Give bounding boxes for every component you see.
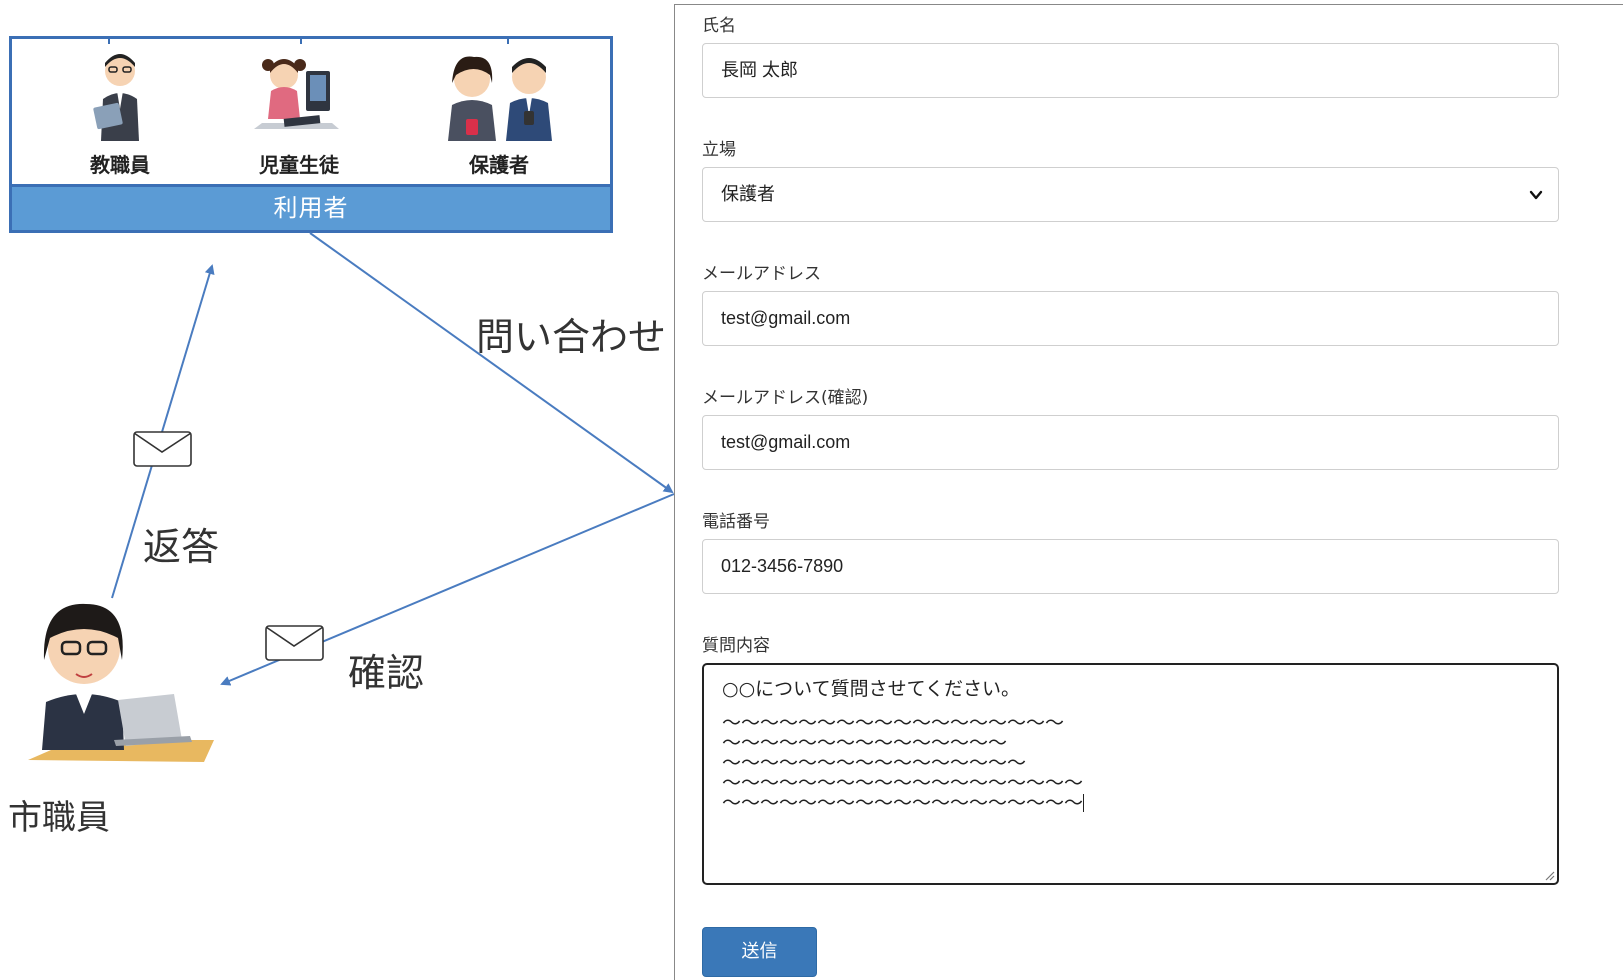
guardian-icon	[448, 56, 552, 141]
student-label: 児童生徒	[259, 153, 339, 177]
question-line: ～～～～～～～～～～～～～～～～～～～	[722, 792, 1084, 814]
phone-input[interactable]: 012-3456-7890	[702, 539, 1559, 594]
connector-tick	[300, 36, 302, 44]
chevron-down-icon	[1529, 190, 1543, 200]
teacher-icon	[93, 54, 139, 141]
question-line: ～～～～～～～～～～～～～～～～～～	[722, 712, 1065, 734]
city-staff-label: 市職員	[8, 798, 110, 838]
user-teacher: 教職員	[45, 49, 195, 178]
name-field: 氏名 長岡 太郎	[702, 13, 1559, 98]
question-textarea[interactable]: ○○について質問させてください。 ～～～～～～～～～～～～～～～～～～ ～～～～…	[702, 663, 1559, 885]
submit-button[interactable]: 送信	[702, 927, 817, 977]
inquiry-form: 氏名 長岡 太郎 立場 保護者 メールアドレス test@gmail.com メ…	[674, 4, 1623, 980]
phone-field: 電話番号 012-3456-7890	[702, 509, 1559, 594]
users-bar: 利用者	[12, 184, 610, 230]
confirm-arrow	[220, 493, 675, 686]
reply-label: 返答	[143, 525, 220, 569]
question-line: ～～～～～～～～～～～～～～～～～～～	[722, 772, 1084, 794]
confirm-label: 確認	[348, 651, 425, 695]
email-confirm-field: メールアドレス(確認) test@gmail.com	[702, 385, 1559, 470]
inquiry-label: 問い合わせ	[476, 315, 667, 359]
email-input[interactable]: test@gmail.com	[702, 291, 1559, 346]
city-staff-icon	[28, 603, 214, 762]
inquiry-arrow	[309, 232, 674, 494]
guardian-label: 保護者	[469, 153, 529, 177]
email-confirm-input[interactable]: test@gmail.com	[702, 415, 1559, 470]
user-student: 児童生徒	[224, 49, 374, 178]
name-label: 氏名	[702, 16, 736, 36]
teacher-label: 教職員	[90, 153, 150, 177]
users-group-box: 教職員 児童生徒	[9, 36, 613, 233]
user-guardian: 保護者	[424, 49, 574, 178]
connector-tick	[507, 36, 509, 44]
question-line: ～～～～～～～～～～～～～～～	[722, 732, 1008, 754]
question-line-last: ～～～～～～～～～～～～～～～～～～～	[722, 793, 1539, 813]
role-select-value: 保護者	[721, 184, 775, 204]
phone-label: 電話番号	[702, 512, 770, 532]
role-label: 立場	[702, 140, 736, 160]
connector-tick	[108, 36, 110, 44]
reply-envelope-icon	[133, 431, 192, 467]
question-line: ～～～～～～～～～～～～～～～～	[722, 752, 1027, 774]
email-field: メールアドレス test@gmail.com	[702, 261, 1559, 346]
student-icon	[254, 59, 339, 129]
email-confirm-label: メールアドレス(確認)	[702, 388, 869, 408]
resize-handle-icon[interactable]	[1543, 869, 1555, 881]
question-label: 質問内容	[702, 636, 770, 656]
users-row: 教職員 児童生徒	[12, 39, 610, 184]
email-label: メールアドレス	[702, 264, 821, 284]
role-field: 立場 保護者	[702, 137, 1559, 222]
role-select[interactable]: 保護者	[702, 167, 1559, 222]
question-field: 質問内容 ○○について質問させてください。 ～～～～～～～～～～～～～～～～～～…	[702, 633, 1559, 885]
confirm-envelope-icon	[265, 625, 324, 661]
name-input[interactable]: 長岡 太郎	[702, 43, 1559, 98]
text-caret	[1083, 794, 1085, 812]
question-line: ○○について質問させてください。	[722, 678, 1021, 700]
